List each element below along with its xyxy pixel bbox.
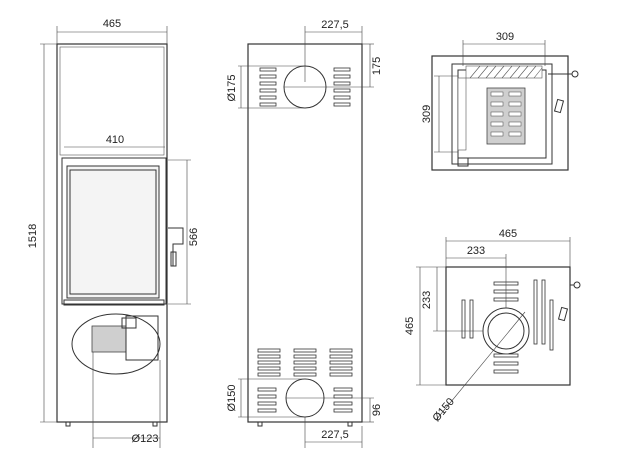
plan-width-label: 465 <box>499 228 517 240</box>
section-width-label: 309 <box>496 31 514 43</box>
back-bottom-pipe-diameter-label: Ø150 <box>226 385 238 412</box>
foot-left <box>65 421 71 427</box>
firebrick-top <box>465 65 543 79</box>
plan-pipe-leader <box>435 311 526 421</box>
door-width-label: 410 <box>106 134 124 146</box>
section-firebox <box>451 63 553 165</box>
plan-handle <box>573 281 581 289</box>
front-top-panel <box>59 46 165 156</box>
back-bottom-vents <box>257 348 353 413</box>
top-view-handle <box>571 70 579 78</box>
front-view: 465 1518 410 566 Ø123 <box>27 18 200 448</box>
front-height-label: 1518 <box>27 224 39 248</box>
back-bottom-offset-label: 227,5 <box>321 429 349 441</box>
section-depth-label: 309 <box>421 105 433 123</box>
back-top-pipe-diameter-label: Ø175 <box>226 75 238 102</box>
front-width-label: 465 <box>103 18 121 30</box>
back-top-right-vents <box>333 67 351 107</box>
back-top-offset-label: 227,5 <box>321 19 349 31</box>
back-top-left-vents <box>259 67 277 107</box>
plan-depth-label: 465 <box>404 317 416 335</box>
plan-flue-inner <box>487 312 525 350</box>
front-pipe-diameter-label: Ø123 <box>132 433 159 445</box>
back-top-pipe-height-label: 175 <box>371 57 383 75</box>
back-body-outline <box>247 43 363 423</box>
foot-right <box>152 421 158 427</box>
door-height-label: 566 <box>188 228 200 246</box>
air-inlet-cutaway <box>71 313 161 375</box>
back-bottom-pipe-height-label: 96 <box>371 404 383 416</box>
door-glass <box>66 165 160 299</box>
plan-pipe-diameter-label: Ø150 <box>430 396 456 424</box>
door-frame <box>61 157 167 305</box>
firebrick-left <box>457 77 467 151</box>
door-handle <box>168 227 184 266</box>
plan-offset-y-label: 233 <box>421 291 433 309</box>
plan-view: 465 233 233 465 Ø150 <box>404 228 581 424</box>
inlet-box <box>91 325 127 353</box>
back-view: 227,5 Ø175 175 <box>226 19 383 448</box>
plan-outer <box>445 266 571 386</box>
door-inner-frame <box>69 169 157 295</box>
door-bottom-rail <box>63 299 165 306</box>
top-section-view: 309 309 <box>421 31 579 171</box>
plan-offset-x-label: 233 <box>467 245 485 257</box>
